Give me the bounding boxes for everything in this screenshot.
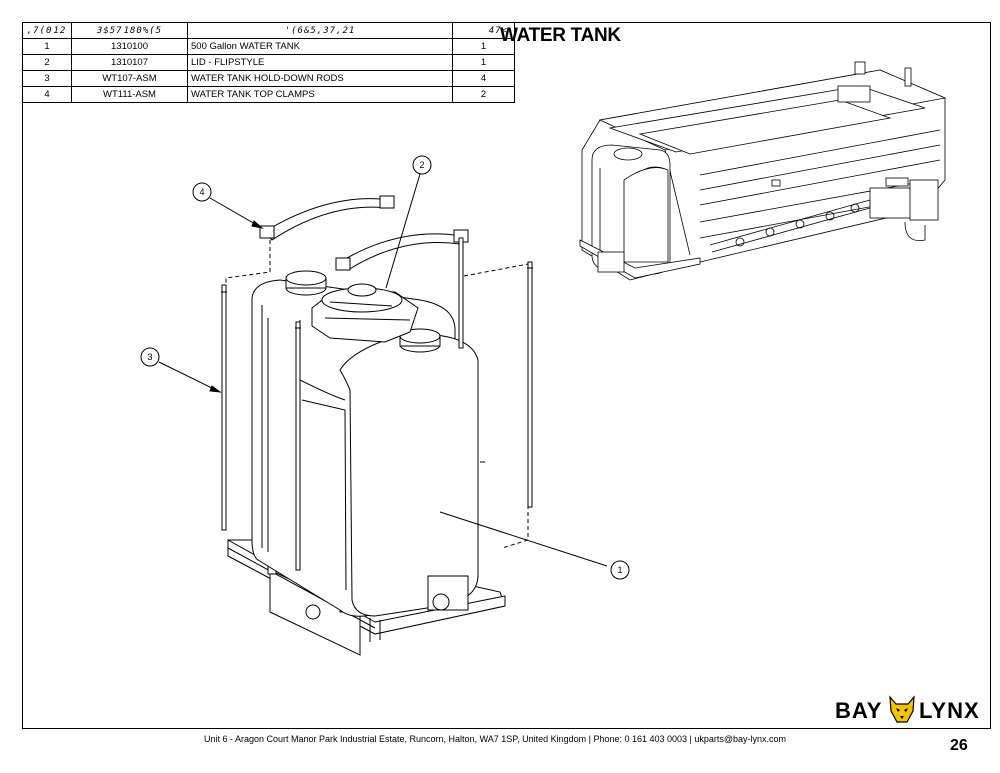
callout-number: 3 xyxy=(147,352,152,362)
callout-number: 2 xyxy=(419,160,424,170)
logo-text-lynx: LYNX xyxy=(919,698,980,724)
callout-3: 3 xyxy=(141,348,220,392)
page-number: 26 xyxy=(950,737,968,755)
spreader-assembly-overview xyxy=(580,62,945,280)
footer-contact: Unit 6 - Aragon Court Manor Park Industr… xyxy=(0,734,990,744)
lynx-head-icon xyxy=(887,695,917,725)
callout-4: 4 xyxy=(193,183,262,228)
top-clamps xyxy=(260,196,468,270)
callout-2: 2 xyxy=(386,156,431,288)
callout-number: 1 xyxy=(617,565,622,575)
bay-lynx-logo: BAY LYNX xyxy=(835,695,975,725)
logo-text-bay: BAY xyxy=(835,698,882,724)
callout-number: 4 xyxy=(199,187,204,197)
